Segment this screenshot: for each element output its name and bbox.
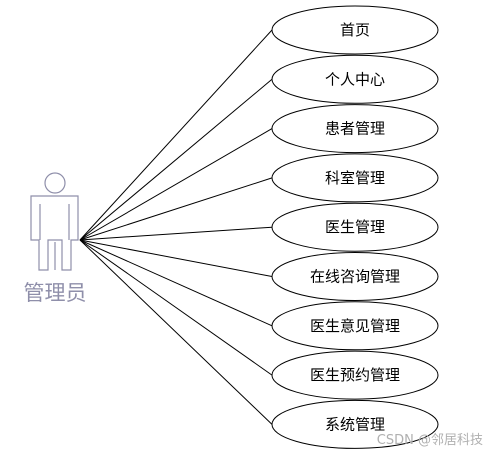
use-case-label: 个人中心: [325, 70, 385, 88]
association-line: [79, 239, 273, 425]
use-case-label: 科室管理: [325, 169, 385, 187]
use-case-ellipse: [271, 202, 439, 252]
use-case: 患者管理: [271, 104, 439, 154]
use-case-label: 系统管理: [325, 415, 385, 433]
association-line: [79, 29, 273, 241]
use-case: 医生意见管理: [271, 301, 439, 351]
use-case-ellipse: [271, 399, 439, 449]
association-line: [79, 177, 273, 241]
watermark-text: CSDN @邻居科技: [377, 433, 483, 448]
use-case: 医生管理: [271, 202, 439, 252]
association-line: [79, 128, 273, 241]
use-case-ellipse: [271, 301, 439, 351]
association-line: [79, 239, 273, 277]
use-case-ellipse: [271, 104, 439, 154]
use-case-label: 医生意见管理: [310, 317, 400, 335]
use-case-ellipse: [271, 5, 439, 55]
actor-label: 管理员: [24, 281, 87, 305]
actor-administrator: 管理员: [24, 172, 87, 305]
use-case-label: 医生预约管理: [310, 366, 400, 384]
use-case: 在线咨询管理: [271, 252, 439, 301]
use-case-label: 首页: [340, 21, 370, 39]
association-line: [79, 78, 273, 241]
use-case: 首页: [271, 5, 439, 55]
stick-figure-actor-icon: [30, 172, 79, 271]
use-case: 科室管理: [271, 153, 439, 203]
association-line: [79, 226, 273, 241]
use-case-ellipse: [271, 54, 439, 104]
use-case-ellipse: [271, 350, 439, 400]
use-case-label: 患者管理: [325, 120, 385, 138]
use-case-label: 医生管理: [325, 218, 385, 236]
use-case: 医生预约管理: [271, 350, 439, 400]
use-case-label: 在线咨询管理: [310, 268, 400, 286]
association-lines: [79, 29, 273, 425]
association-line: [79, 239, 273, 327]
use-case: 系统管理: [271, 399, 439, 449]
use-case: 个人中心: [271, 54, 439, 104]
use-case-ellipse: [271, 252, 439, 301]
association-line: [79, 239, 273, 376]
use-case-ellipse: [271, 153, 439, 203]
